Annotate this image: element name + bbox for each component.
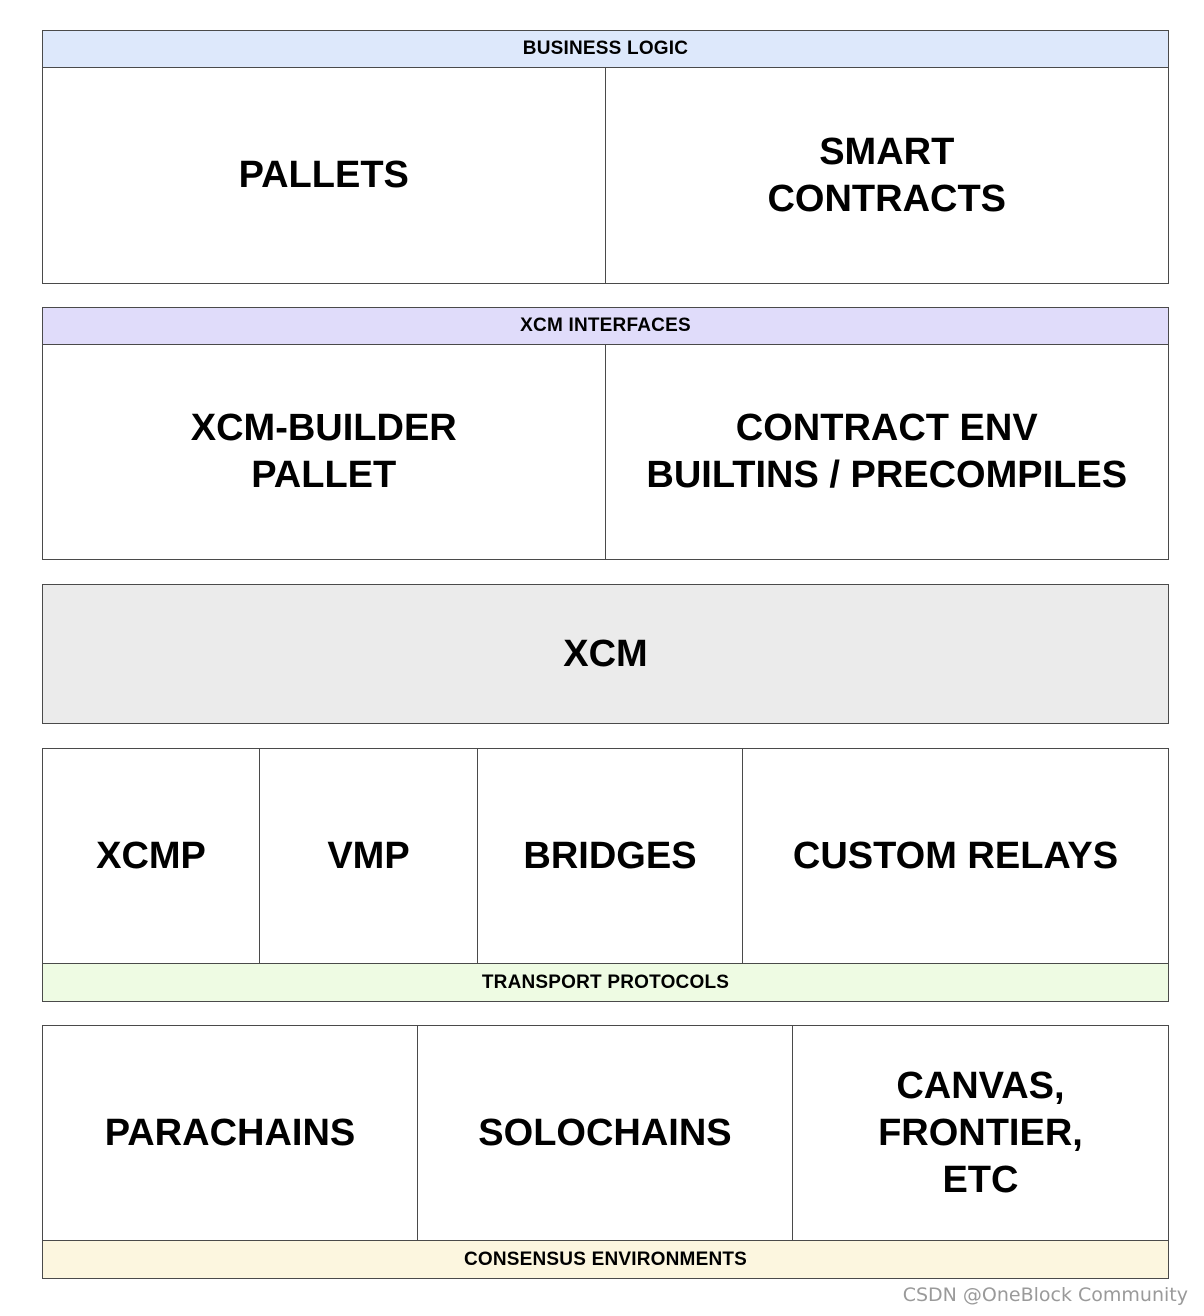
- business-logic-header: BUSINESS LOGIC: [42, 30, 1169, 68]
- vmp-box: VMP: [260, 749, 478, 963]
- consensus-environments-layer: PARACHAINS SOLOCHAINS CANVAS, FRONTIER, …: [42, 1025, 1169, 1279]
- xcm-builder-pallet-box: XCM-BUILDER PALLET: [43, 345, 606, 559]
- business-logic-row: PALLETS SMART CONTRACTS: [42, 68, 1169, 284]
- custom-relays-box: CUSTOM RELAYS: [792, 834, 1119, 877]
- business-logic-layer: BUSINESS LOGIC PALLETS SMART CONTRACTS: [42, 30, 1169, 284]
- xcmp-box: XCMP: [43, 749, 260, 963]
- xcm-row: XCM: [42, 584, 1169, 724]
- xcm-interfaces-row: XCM-BUILDER PALLET CONTRACT ENV BUILTINS…: [42, 345, 1169, 560]
- transport-protocols-row: XCMP VMP BRIDGES CUSTOM RELAYS: [42, 748, 1169, 964]
- smart-contracts-box: SMART CONTRACTS: [767, 130, 1007, 220]
- consensus-environments-row: PARACHAINS SOLOCHAINS CANVAS, FRONTIER, …: [42, 1025, 1169, 1241]
- transport-protocols-footer: TRANSPORT PROTOCOLS: [42, 964, 1169, 1002]
- contract-env-box: CONTRACT ENV BUILTINS / PRECOMPILES: [646, 407, 1128, 496]
- xcm-interfaces-header: XCM INTERFACES: [42, 307, 1169, 345]
- pallets-box: PALLETS: [43, 68, 606, 283]
- parachains-box: PARACHAINS: [43, 1026, 418, 1240]
- xcm-interfaces-layer: XCM INTERFACES XCM-BUILDER PALLET CONTRA…: [42, 307, 1169, 560]
- bridges-box: BRIDGES: [478, 749, 743, 963]
- solochains-box: SOLOCHAINS: [418, 1026, 793, 1240]
- xcm-layer: XCM: [42, 584, 1169, 724]
- xcm-box: XCM: [563, 632, 648, 675]
- watermark-text: CSDN @OneBlock Community: [902, 1284, 1188, 1306]
- transport-protocols-layer: XCMP VMP BRIDGES CUSTOM RELAYS TRANSPORT…: [42, 748, 1169, 1002]
- consensus-environments-footer: CONSENSUS ENVIRONMENTS: [42, 1241, 1169, 1279]
- canvas-frontier-box: CANVAS, FRONTIER, ETC: [878, 1064, 1083, 1201]
